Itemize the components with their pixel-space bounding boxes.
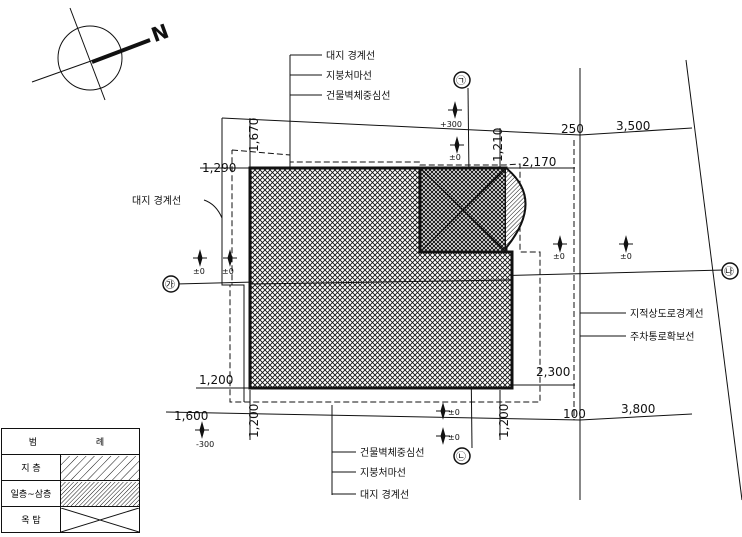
dim-2300: 2,300 xyxy=(536,365,570,379)
dim-2170: 2,170 xyxy=(522,155,556,169)
dim-1290: 1,290 xyxy=(202,161,236,175)
north-arrow-needle xyxy=(91,38,151,64)
site-boundary-top-right xyxy=(579,127,693,136)
svg-text:+300: +300 xyxy=(440,120,462,129)
axis-marker-left: ㉮ xyxy=(162,275,180,293)
bottom-wall-center-label: 건물벽체중심선 xyxy=(360,447,424,459)
axis-marker-bottom: ㉡ xyxy=(453,447,471,465)
building-footprint xyxy=(248,166,527,390)
legend-swatch-rooftop xyxy=(60,506,140,533)
parking-line-label: 주차통로확보선 xyxy=(630,331,694,343)
road-line-2 xyxy=(685,59,742,501)
svg-text:㉡: ㉡ xyxy=(456,451,466,463)
svg-text:±0: ±0 xyxy=(222,267,234,276)
level-marker-plus300: +300 xyxy=(440,101,462,129)
axis-marker-right: ㉯ xyxy=(721,262,739,280)
svg-text:±0: ±0 xyxy=(448,408,460,417)
cross-x-swatch xyxy=(61,507,139,532)
level-marker-zero-f: ±0 xyxy=(436,402,460,420)
level-marker-zero-d: ±0 xyxy=(553,235,567,261)
svg-text:±0: ±0 xyxy=(448,433,460,442)
legend-row-label: 지 층 xyxy=(1,454,61,481)
north-cross-line xyxy=(69,7,106,101)
dim-1670: 1,670 xyxy=(247,118,261,152)
top-eave-line-label: 지붕처마선 xyxy=(326,70,372,82)
site-boundary-top xyxy=(221,117,581,136)
dim-1200-vertical-right: 1,200 xyxy=(497,404,511,438)
dim-1200-vertical-left: 1,200 xyxy=(247,404,261,438)
building-axis-line xyxy=(249,279,513,285)
level-marker-zero-c: ±0 xyxy=(222,249,237,276)
svg-text:㉮: ㉮ xyxy=(165,279,175,291)
dimension-lines xyxy=(196,118,575,440)
level-marker-zero-a: ±0 xyxy=(449,136,464,162)
dim-250: 250 xyxy=(561,122,584,136)
bottom-eave-line-label: 지붕처마선 xyxy=(360,467,406,479)
rooftop-cross-b xyxy=(419,167,507,253)
svg-text:±0: ±0 xyxy=(449,153,461,162)
road-boundary-label: 지적상도로경계선 xyxy=(630,307,704,320)
hatch-light-swatch xyxy=(61,455,139,480)
svg-text:±0: ±0 xyxy=(553,252,565,261)
top-site-boundary-label: 대지 경계선 xyxy=(326,49,375,62)
north-circle xyxy=(57,25,123,91)
legend-table: 범 례 지 층 일층~삼층 옥 탑 xyxy=(1,428,140,533)
svg-text:±0: ±0 xyxy=(193,267,205,276)
legend-row-label: 일층~삼층 xyxy=(1,480,61,507)
dim-1210: 1,210 xyxy=(491,128,505,162)
site-boundary xyxy=(165,59,742,501)
level-markers: +300 ±0 ±0 ±0 ±0 ±0 ±0 ±0 xyxy=(193,101,633,449)
dim-100: 100 xyxy=(563,407,586,421)
north-letter: N xyxy=(148,19,172,47)
legend-header: 범 례 xyxy=(1,428,140,455)
dim-3500: 3,500 xyxy=(616,119,650,133)
legend-row-floors: 일층~삼층 xyxy=(1,480,140,507)
top-wall-center-label: 건물벽체중심선 xyxy=(326,90,390,102)
bottom-site-boundary-label: 대지 경계선 xyxy=(360,488,409,501)
legend-swatch-basement xyxy=(60,454,140,481)
site-boundary-bottom-right xyxy=(579,413,693,421)
level-marker-zero-g: ±0 xyxy=(436,427,460,445)
dim-1600: 1,600 xyxy=(174,409,208,423)
hatch-dense-swatch xyxy=(61,481,139,506)
level-marker-zero-b: ±0 xyxy=(193,249,207,276)
svg-text:±0: ±0 xyxy=(620,252,632,261)
axis-marker-top: ㉠ xyxy=(453,71,471,89)
legend-row-basement: 지 층 xyxy=(1,454,140,481)
level-marker-zero-e: ±0 xyxy=(619,235,633,261)
left-boundary-leader xyxy=(203,199,223,219)
legend-row-label: 옥 탑 xyxy=(1,506,61,533)
dim-3800: 3,800 xyxy=(621,402,655,416)
left-site-boundary-label: 대지 경계선 xyxy=(132,194,181,207)
legend-row-rooftop: 옥 탑 xyxy=(1,506,140,533)
north-arrow: N xyxy=(31,7,172,101)
site-boundary-bottom xyxy=(165,411,581,421)
svg-text:-300: -300 xyxy=(196,440,214,449)
legend-swatch-floors xyxy=(60,480,140,507)
svg-text:㉠: ㉠ xyxy=(456,75,466,87)
level-marker-minus300: -300 xyxy=(195,421,214,449)
svg-text:㉯: ㉯ xyxy=(724,266,734,278)
top-label-leaders xyxy=(289,54,322,168)
site-boundary-left xyxy=(221,118,245,402)
bottom-label-leaders xyxy=(331,405,356,495)
rooftop-curved-wall xyxy=(505,167,527,249)
dim-1200-left: 1,200 xyxy=(199,373,233,387)
